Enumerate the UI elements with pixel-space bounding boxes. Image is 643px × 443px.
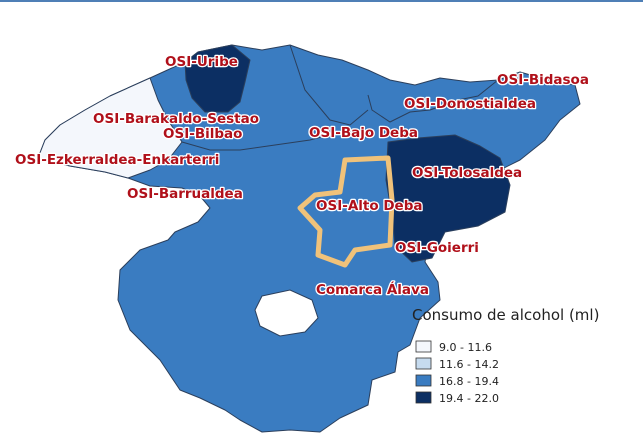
label-tolosaldea: OSI-Tolosaldea [412,165,522,181]
label-barrualdea: OSI-Barrualdea [127,186,243,202]
label-uribe: OSI-Uribe [165,54,238,70]
legend-swatch-4 [415,391,432,404]
internal-borders [181,44,499,151]
label-alto-deba: OSI-Alto Deba [316,198,422,214]
legend-label-1: 9.0 - 11.6 [439,341,492,354]
label-bidasoa: OSI-Bidasoa [497,72,589,88]
legend-swatch-3 [415,374,432,387]
top-border [0,0,643,2]
legend: Consumo de alcohol (ml) 9.0 - 11.6 11.6 … [412,306,599,405]
label-bajo-deba: OSI-Bajo Deba [309,125,418,141]
legend-title: Consumo de alcohol (ml) [412,306,599,324]
label-alava: Comarca Álava [316,281,429,298]
legend-label-2: 11.6 - 14.2 [439,358,499,371]
label-bilbao: OSI-Bilbao [163,126,242,142]
region-uribe[interactable] [184,44,251,113]
label-donostialdea: OSI-Donostialdea [404,96,536,112]
region-alto-deba-outline[interactable] [297,155,395,268]
legend-label-3: 16.8 - 19.4 [439,375,499,388]
enclave-hole [254,289,319,337]
legend-label-4: 19.4 - 22.0 [439,392,499,405]
label-ezkerraldea: OSI-Ezkerraldea-Enkarterri [15,152,219,168]
label-goierri: OSI-Goierri [395,240,479,256]
label-barakaldo: OSI-Barakaldo-Sestao [93,111,259,127]
legend-swatch-1 [415,340,432,353]
region-ezkerraldea[interactable] [37,77,183,179]
legend-swatch-2 [415,357,432,370]
